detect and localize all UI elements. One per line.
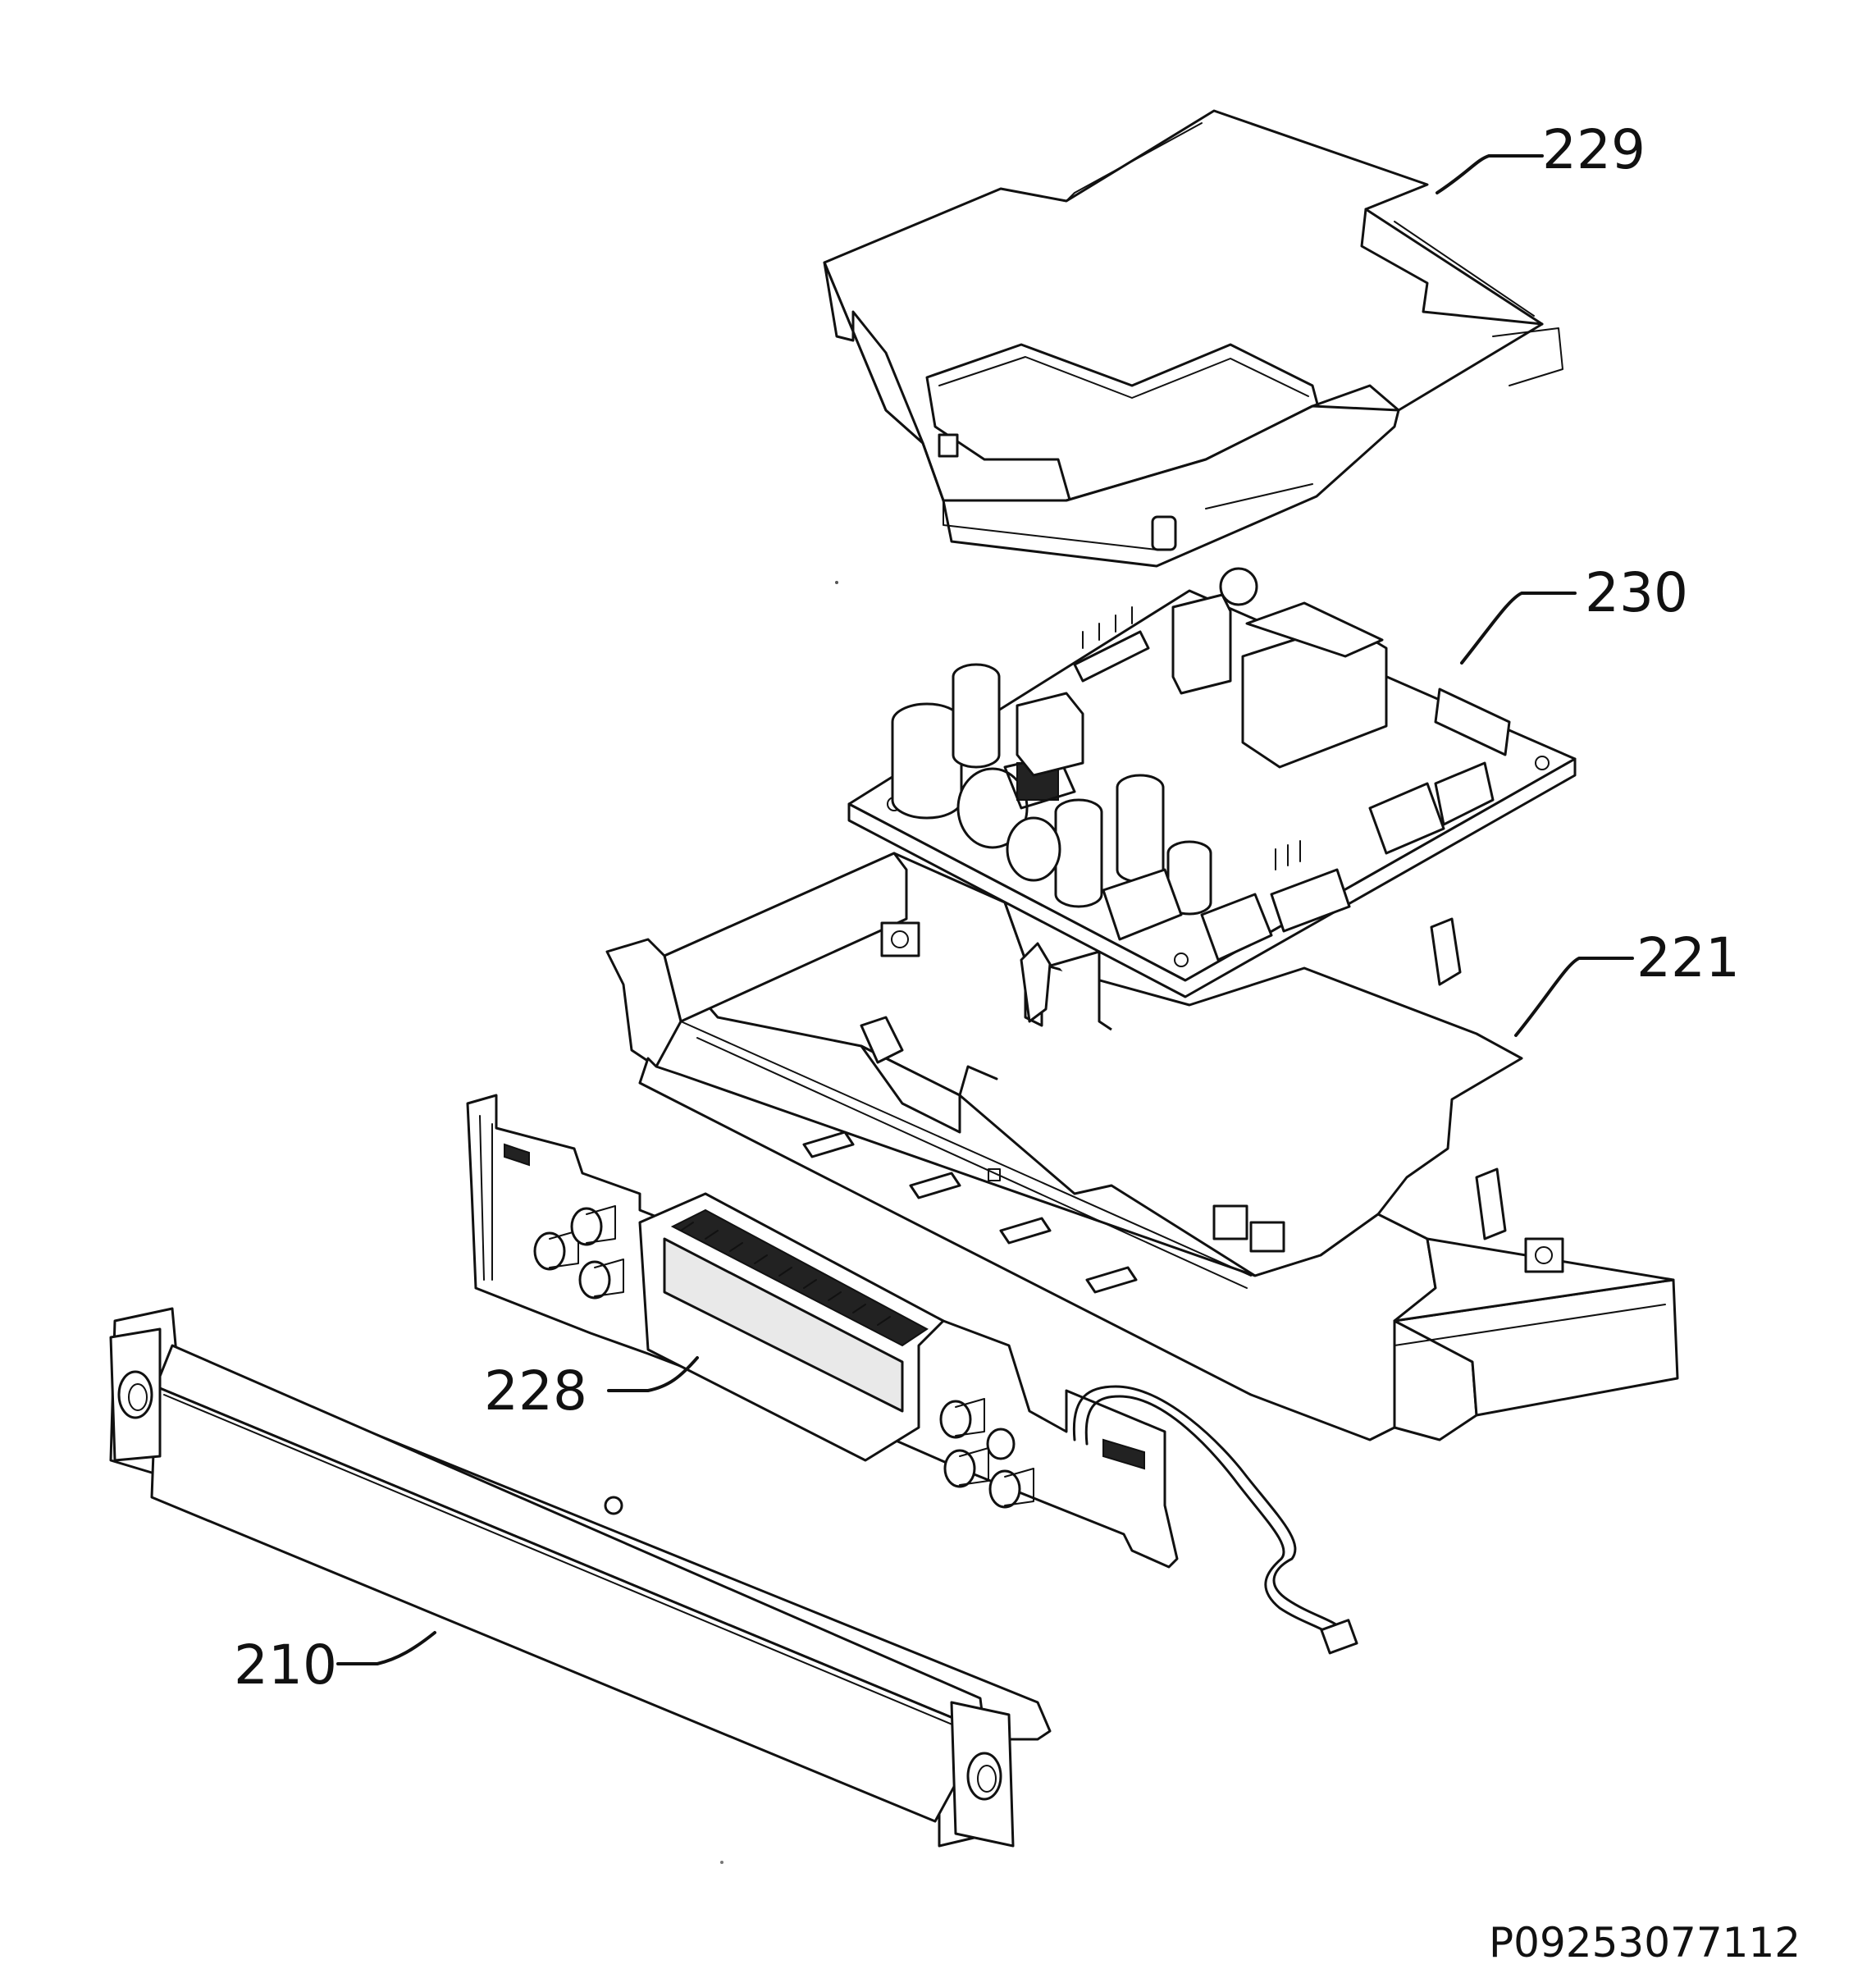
ribbon-cable [1072,1385,1358,1655]
label-228: 228 [484,1359,587,1423]
speck-dot [835,581,838,584]
leader-210 [336,1631,436,1665]
part-210-front-panel [109,1307,1052,1848]
speck-dot [720,1861,723,1864]
label-230: 230 [1585,561,1688,624]
part-230-circuit-board [847,567,1577,998]
part-221-housing [605,852,1679,1441]
leader-229 [1436,154,1544,194]
leader-230 [1460,592,1577,665]
leader-221 [1514,957,1634,1037]
label-229: 229 [1542,118,1645,181]
leader-lines [336,154,1634,1665]
part-229-cover [823,109,1563,568]
label-210: 210 [234,1633,337,1697]
document-code: P09253077112 [1489,1919,1801,1967]
part-228-display-board [466,1094,1179,1569]
part-labels: 229 230 221 228 210 P09253077112 [234,118,1801,1967]
leader-228 [607,1356,699,1392]
label-221: 221 [1636,926,1740,989]
